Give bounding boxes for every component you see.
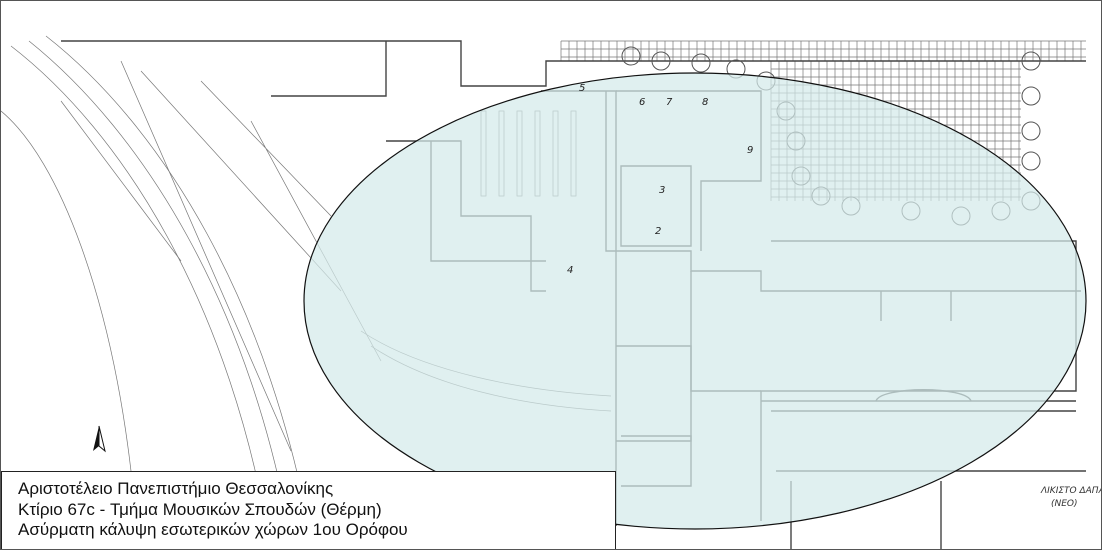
tree-icon: [1021, 151, 1041, 171]
handwritten-note: ΛΙΚΙΣΤΟ ΔΑΠΑ: [1040, 486, 1102, 496]
tree-icon: [1021, 86, 1041, 106]
room-numbers: 5 6 7 8 9 3 2 4: [567, 83, 753, 276]
room-number: 4: [567, 265, 573, 276]
title-block: Αριστοτέλειο Πανεπιστήμιο Θεσσαλονίκης Κ…: [1, 471, 616, 549]
handwritten-note: (ΝΕΟ): [1051, 499, 1078, 509]
room-number: 2: [655, 226, 661, 237]
tree-icon: [1021, 121, 1041, 141]
wifi-coverage-area: [303, 72, 1087, 530]
room-number: 9: [747, 145, 753, 156]
tree-icon: [621, 46, 641, 66]
room-number: 8: [702, 97, 708, 108]
road-curves: [1, 35, 612, 549]
university-name: Αριστοτέλειο Πανεπιστήμιο Θεσσαλονίκης: [18, 479, 334, 498]
room-number: 7: [666, 97, 673, 108]
room-number: 3: [659, 185, 665, 196]
plan-description: Ασύρματη κάλυψη εσωτερικών χώρων 1ου Ορό…: [18, 520, 408, 539]
tree-icon: [691, 53, 711, 73]
tree-icon: [1021, 51, 1041, 71]
building-name: Κτίριο 67c - Τμήμα Μουσικών Σπουδών (Θέρ…: [18, 499, 382, 519]
north-arrow-icon: [93, 425, 106, 453]
tree-icon: [651, 51, 671, 71]
room-number: 5: [579, 83, 585, 94]
room-number: 6: [639, 97, 645, 108]
